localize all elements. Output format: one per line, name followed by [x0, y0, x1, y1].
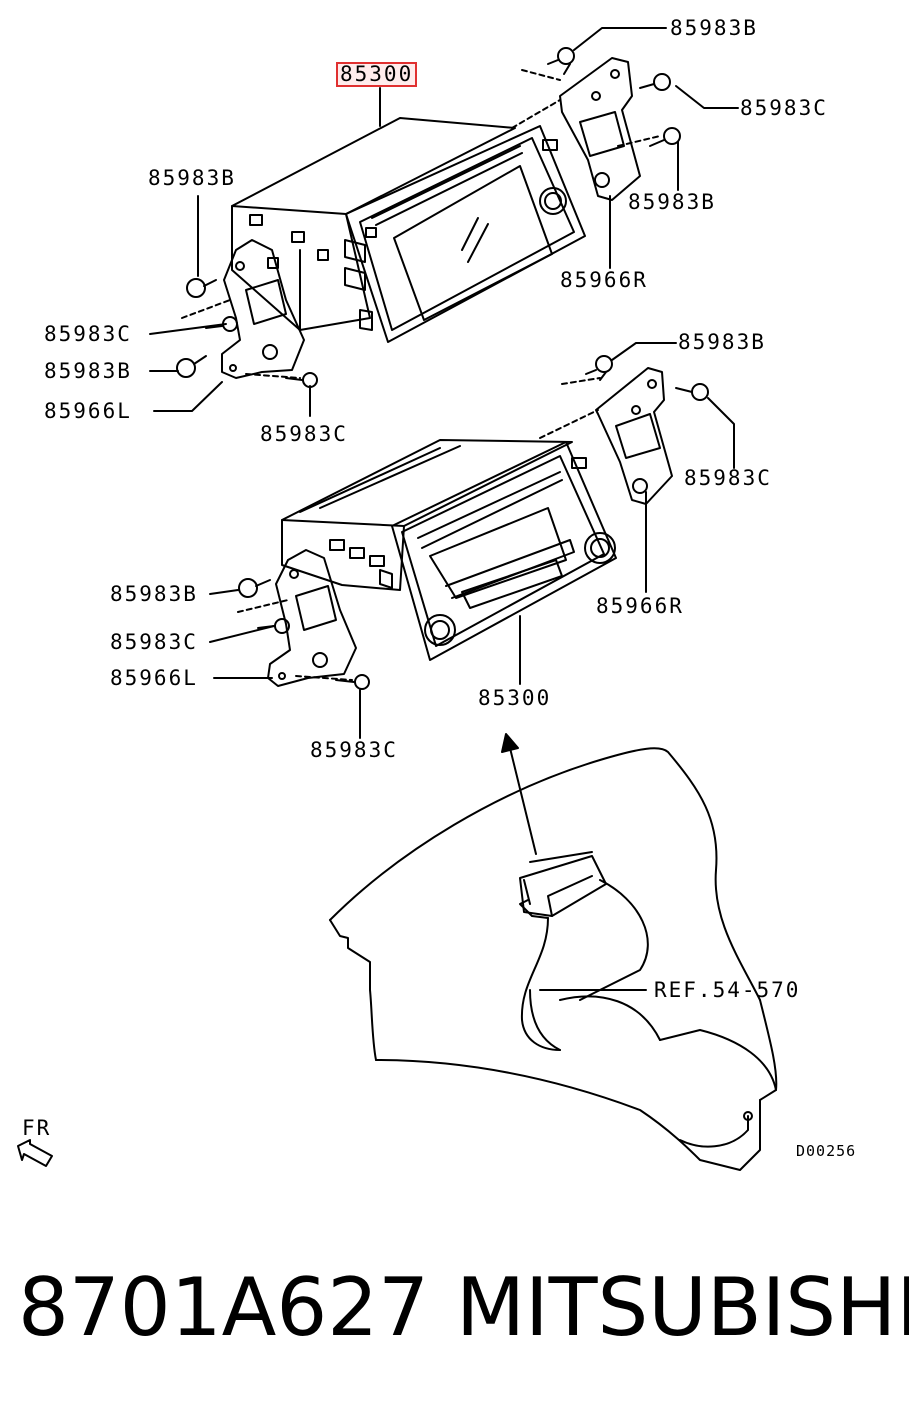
- bracket-85966l-mid: [267, 549, 357, 687]
- dashboard-drawing: [329, 747, 778, 1171]
- label-85300-top[interactable]: 85300: [336, 62, 418, 87]
- label-85966r-mid[interactable]: 85966R: [596, 594, 684, 618]
- label-85983b-mid-left[interactable]: 85983B: [110, 582, 198, 606]
- label-85983b-top-right[interactable]: 85983B: [670, 16, 758, 40]
- label-85983c-top-left[interactable]: 85983C: [44, 322, 132, 346]
- head-unit-navigation-drawing: [231, 117, 586, 343]
- label-85983c-mid-right[interactable]: 85983C: [684, 466, 772, 490]
- label-85300-mid[interactable]: 85300: [478, 686, 552, 710]
- label-85983b-mid-right[interactable]: 85983B: [678, 330, 766, 354]
- label-85983b-top-left-lower[interactable]: 85983B: [44, 359, 132, 383]
- label-85983c-mid-left[interactable]: 85983C: [110, 630, 198, 654]
- head-unit-audio-drawing: [281, 439, 617, 661]
- label-85966l-top[interactable]: 85966L: [44, 399, 132, 423]
- label-85983c-mid-bottom[interactable]: 85983C: [310, 738, 398, 762]
- leaders-top: [149, 27, 739, 417]
- label-85966l-mid[interactable]: 85966L: [110, 666, 198, 690]
- label-drawing-code: D00256: [796, 1142, 857, 1160]
- pointer-arrow: [501, 733, 537, 855]
- bracket-85966r-mid: [595, 367, 673, 505]
- part-number: 8701A627: [18, 1261, 430, 1354]
- screws-top: [176, 47, 681, 388]
- front-arrow-icon: [17, 1139, 53, 1167]
- label-85983c-top-right[interactable]: 85983C: [740, 96, 828, 120]
- label-ref-54-570[interactable]: REF.54-570: [654, 978, 801, 1002]
- leaders-mid: [209, 342, 735, 739]
- bracket-85966l-top: [221, 239, 305, 379]
- label-85983b-top-right-lower[interactable]: 85983B: [628, 190, 716, 214]
- label-85983c-top-bottom[interactable]: 85983C: [260, 422, 348, 446]
- label-85966r-top[interactable]: 85966R: [560, 268, 648, 292]
- label-fr: FR: [22, 1116, 52, 1140]
- label-85983b-top-left[interactable]: 85983B: [148, 166, 236, 190]
- bracket-85966r-top: [559, 57, 641, 201]
- brand-name: MITSUBISHI: [456, 1261, 909, 1354]
